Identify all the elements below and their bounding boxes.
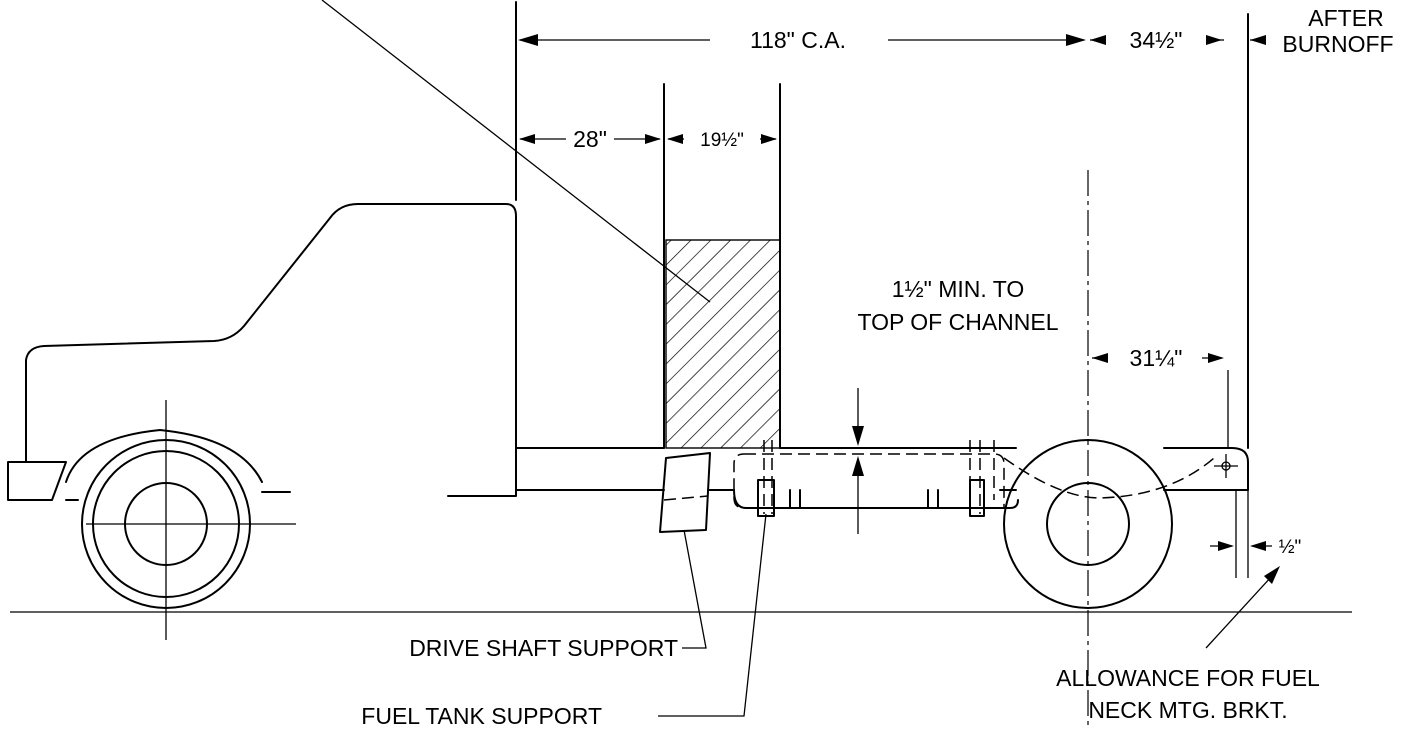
dimension-min-clearance: 1½" MIN. TO TOP OF CHANNEL xyxy=(852,276,1059,534)
allowance-line2: NECK MTG. BRKT. xyxy=(1088,697,1287,723)
dimension-half-inch-label: ½" xyxy=(1279,537,1302,558)
front-wheel xyxy=(81,400,296,640)
dimension-half-inch: ½" xyxy=(1210,537,1301,558)
rear-wheel xyxy=(1003,170,1173,730)
fuel-tank-support-label: FUEL TANK SUPPORT xyxy=(361,703,602,729)
dimension-ca: 118" C.A. xyxy=(518,27,1086,53)
dimension-cab-to-box: 28" xyxy=(519,126,661,152)
min-clearance-line1: 1½" MIN. TO xyxy=(892,276,1025,302)
after-burnoff-line2: BURNOFF xyxy=(1282,31,1393,57)
min-clearance-line2: TOP OF CHANNEL xyxy=(857,309,1058,335)
fuel-tank xyxy=(733,440,1215,514)
body-box xyxy=(663,83,781,449)
after-burnoff-line1: AFTER xyxy=(1308,5,1383,31)
dimension-after-axle: 34½" xyxy=(1090,27,1224,53)
dimension-axle-to-bracket-label: 31¼" xyxy=(1130,345,1183,371)
drive-shaft-support-label: DRIVE SHAFT SUPPORT xyxy=(409,635,678,661)
allowance-callout: ALLOWANCE FOR FUEL NECK MTG. BRKT. xyxy=(1056,566,1320,723)
drive-shaft-support-callout: DRIVE SHAFT SUPPORT xyxy=(409,529,707,661)
fuel-neck-bracket-mark xyxy=(1214,454,1238,478)
dimension-ca-label: 118" C.A. xyxy=(750,27,846,53)
dimension-box-width: 19½" xyxy=(667,130,777,151)
truck-cab xyxy=(7,203,517,501)
dimension-cab-to-box-label: 28" xyxy=(573,126,607,152)
fuel-tank-support xyxy=(733,479,1019,517)
fuel-tank-support-callout: FUEL TANK SUPPORT xyxy=(361,513,767,729)
dimension-box-width-label: 19½" xyxy=(700,130,744,151)
frame-channel xyxy=(515,447,1249,491)
dimension-axle-to-bracket: 31¼" xyxy=(1092,345,1224,371)
allowance-line1: ALLOWANCE FOR FUEL xyxy=(1056,665,1320,691)
drive-shaft-support-block xyxy=(659,452,711,533)
after-burnoff-callout: AFTER BURNOFF xyxy=(1250,5,1394,57)
dimension-after-axle-label: 34½" xyxy=(1130,27,1183,53)
